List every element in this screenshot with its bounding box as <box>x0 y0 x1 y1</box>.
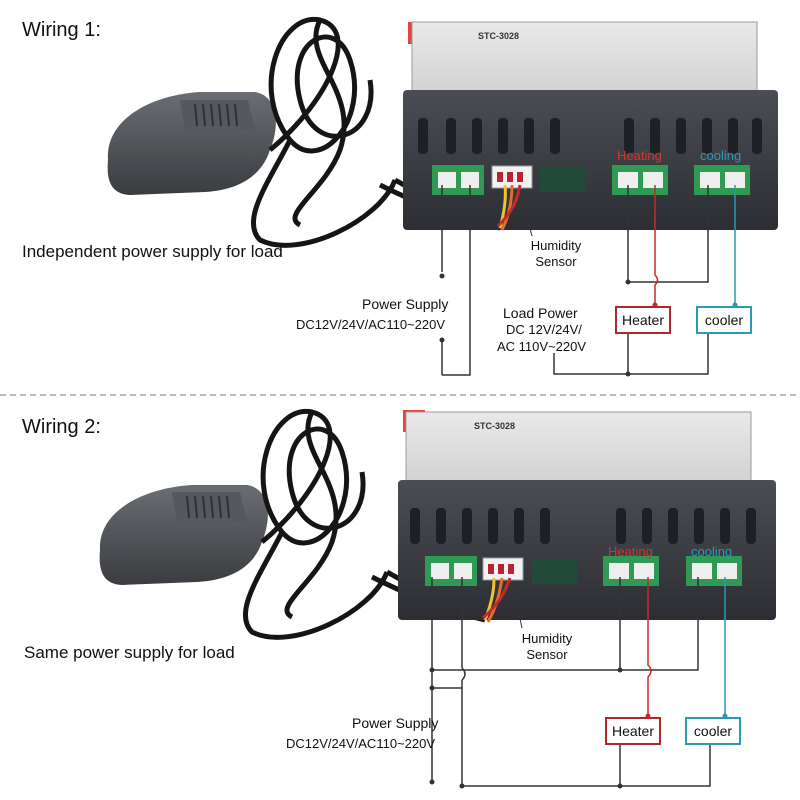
wiring1-graphics <box>107 17 778 377</box>
sensor-label-line2: Sensor <box>526 647 568 662</box>
sensor-label-line2: Sensor <box>535 254 577 269</box>
heater-box-2: Heater <box>605 717 661 745</box>
cooling-terminal-label-1: cooling <box>700 148 742 163</box>
cooling-terminal-label-2: cooling <box>691 544 733 559</box>
wiring2-caption: Same power supply for load <box>24 643 235 662</box>
controller-device-2 <box>398 410 776 620</box>
power-supply-label-1: Power Supply <box>362 296 449 312</box>
power-supply-values-2: DC12V/24V/AC110~220V <box>286 736 435 751</box>
power-supply-label-2: Power Supply <box>352 715 439 731</box>
load-wires-1 <box>553 185 709 375</box>
load-power-values-line2: AC 110V~220V <box>497 339 587 354</box>
humidity-probe-2 <box>99 485 268 585</box>
power-supply-values-1: DC12V/24V/AC110~220V <box>296 317 445 332</box>
device-model-label-1: STC-3028 <box>478 31 520 41</box>
wiring2-title: Wiring 2: <box>22 416 101 438</box>
cooler-box-1: cooler <box>696 306 752 334</box>
heater-box-1: Heater <box>615 306 671 334</box>
sensor-label-line1: Humidity <box>530 238 582 253</box>
humidity-probe-1 <box>107 92 276 195</box>
controller-device-1 <box>403 21 778 230</box>
heating-terminal-label-2: Heating <box>608 544 653 559</box>
device-model-label-2: STC-3028 <box>474 421 516 431</box>
power-supply-wires-1 <box>441 185 471 376</box>
wiring2-graphics <box>99 409 776 789</box>
sensor-label-line1: Humidity <box>521 631 573 646</box>
heating-terminal-label-1: Heating <box>617 148 662 163</box>
shared-power-wires <box>431 577 711 787</box>
load-power-label: Load Power <box>503 305 578 321</box>
load-power-values-line1: DC 12V/24V/ <box>506 322 582 337</box>
humidity-sensor-label-2: Humidity Sensor <box>515 632 579 661</box>
wiring1-caption: Independent power supply for load <box>22 242 283 261</box>
wiring1-title: Wiring 1: <box>22 19 101 41</box>
cooler-box-2: cooler <box>685 717 741 745</box>
humidity-sensor-label-1: Humidity Sensor <box>524 239 588 268</box>
